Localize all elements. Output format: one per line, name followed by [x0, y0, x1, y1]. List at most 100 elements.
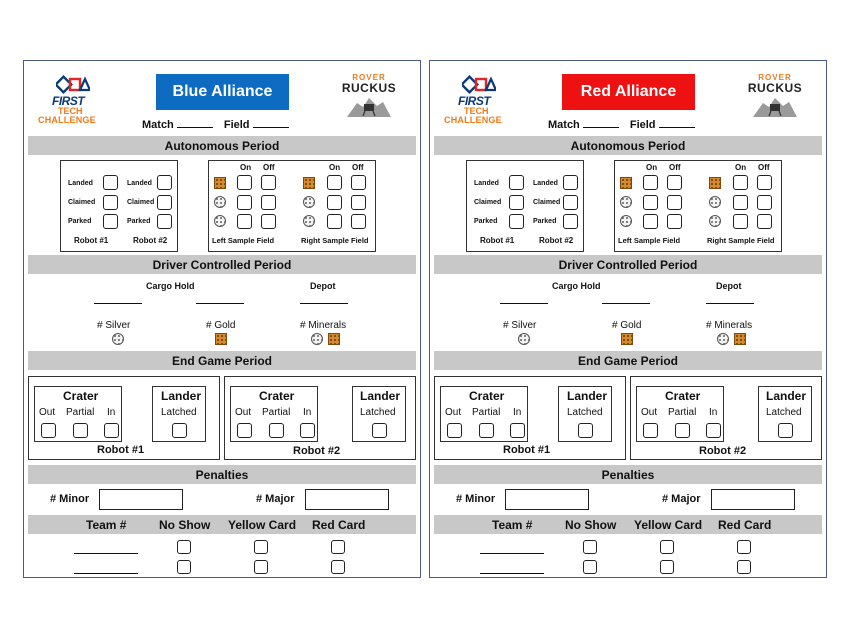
robot2-endgame-label: Robot #2	[293, 445, 341, 457]
silver-count-blank[interactable]	[500, 303, 548, 304]
team1-no-show-checkbox[interactable]	[583, 540, 597, 554]
gold-count-blank[interactable]	[602, 303, 650, 304]
in-label: In	[513, 407, 522, 418]
right-gold-off-checkbox[interactable]	[351, 175, 366, 190]
robot2-label: Robot #2	[539, 236, 574, 245]
yellow-card-header: Yellow Card	[228, 517, 297, 532]
minerals-count-blank[interactable]	[706, 303, 754, 304]
left-on-label: On	[240, 163, 252, 172]
left-silver1-off-checkbox[interactable]	[261, 195, 276, 210]
team2-red-card-checkbox[interactable]	[737, 560, 751, 574]
team2-yellow-card-checkbox[interactable]	[254, 560, 268, 574]
right-silver1-off-checkbox[interactable]	[757, 195, 772, 210]
robot2-crater-out-checkbox[interactable]	[237, 423, 252, 438]
team1-yellow-card-checkbox[interactable]	[660, 540, 674, 554]
left-silver1-on-checkbox[interactable]	[643, 195, 658, 210]
robot2-crater-partial-checkbox[interactable]	[269, 423, 284, 438]
team2-no-show-checkbox[interactable]	[177, 560, 191, 574]
partial-label: Partial	[262, 407, 291, 418]
right-silver1-off-checkbox[interactable]	[351, 195, 366, 210]
major-penalties-input[interactable]	[305, 489, 389, 510]
silver-count-blank[interactable]	[94, 303, 142, 304]
match-number-blank[interactable]	[582, 127, 619, 128]
robot2-latched-checkbox[interactable]	[372, 423, 387, 438]
robot1-crater-partial-checkbox[interactable]	[73, 423, 88, 438]
robot1-latched-checkbox[interactable]	[172, 423, 187, 438]
minerals-count-blank[interactable]	[300, 303, 348, 304]
team2-red-card-checkbox[interactable]	[331, 560, 345, 574]
right-gold-on-checkbox[interactable]	[733, 175, 748, 190]
robot1-endgame-label: Robot #1	[97, 444, 145, 456]
match-number-blank[interactable]	[176, 127, 213, 128]
tech-text: TECH	[464, 106, 489, 116]
left-silver2-on-checkbox[interactable]	[237, 214, 252, 229]
right-sample-field-label: Right Sample Field	[301, 236, 369, 245]
minor-penalties-input[interactable]	[505, 489, 589, 510]
team1-number-blank[interactable]	[480, 553, 544, 554]
team2-no-show-checkbox[interactable]	[583, 560, 597, 574]
right-silver2-on-checkbox[interactable]	[733, 214, 748, 229]
team1-no-show-checkbox[interactable]	[177, 540, 191, 554]
robot1-parked-checkbox[interactable]	[103, 214, 118, 229]
left-silver1-on-checkbox[interactable]	[237, 195, 252, 210]
gold-cube-icon	[709, 177, 721, 189]
lander-crater-icon	[753, 98, 797, 117]
left-silver2-off-checkbox[interactable]	[261, 214, 276, 229]
field-number-blank[interactable]	[252, 127, 289, 128]
robot1-crater-in-checkbox[interactable]	[510, 423, 525, 438]
robot-status-box: Landed Claimed Parked Landed Claimed Par…	[60, 160, 178, 252]
field-number-blank[interactable]	[658, 127, 695, 128]
left-silver2-off-checkbox[interactable]	[667, 214, 682, 229]
robot1-landed-checkbox[interactable]	[103, 175, 118, 190]
robot1-crater-partial-checkbox[interactable]	[479, 423, 494, 438]
robot1-landed-checkbox[interactable]	[509, 175, 524, 190]
team2-yellow-card-checkbox[interactable]	[660, 560, 674, 574]
gold-cube-icon	[215, 333, 227, 345]
left-silver1-off-checkbox[interactable]	[667, 195, 682, 210]
left-gold-off-checkbox[interactable]	[261, 175, 276, 190]
robot2-crater-out-checkbox[interactable]	[643, 423, 658, 438]
robot1-claimed-label: Claimed	[68, 199, 96, 206]
right-gold-off-checkbox[interactable]	[757, 175, 772, 190]
left-gold-on-checkbox[interactable]	[237, 175, 252, 190]
robot2-crater-partial-checkbox[interactable]	[675, 423, 690, 438]
robot2-claimed-checkbox[interactable]	[563, 195, 578, 210]
left-gold-off-checkbox[interactable]	[667, 175, 682, 190]
team1-number-blank[interactable]	[74, 553, 138, 554]
team1-red-card-checkbox[interactable]	[331, 540, 345, 554]
match-field-line: Match Field	[142, 119, 297, 131]
robot1-parked-checkbox[interactable]	[509, 214, 524, 229]
major-penalties-input[interactable]	[711, 489, 795, 510]
minor-penalties-input[interactable]	[99, 489, 183, 510]
team2-number-blank[interactable]	[74, 573, 138, 574]
robot2-claimed-checkbox[interactable]	[157, 195, 172, 210]
robot2-parked-checkbox[interactable]	[157, 214, 172, 229]
robot2-crater-box: Crater Out Partial In	[230, 386, 318, 442]
robot1-claimed-checkbox[interactable]	[509, 195, 524, 210]
gold-count-blank[interactable]	[196, 303, 244, 304]
first-logo-icon	[56, 75, 90, 94]
robot2-crater-in-checkbox[interactable]	[300, 423, 315, 438]
right-silver2-on-checkbox[interactable]	[327, 214, 342, 229]
robot2-landed-checkbox[interactable]	[157, 175, 172, 190]
robot2-lander-box: Lander Latched	[758, 386, 812, 442]
robot1-crater-out-checkbox[interactable]	[41, 423, 56, 438]
team2-number-blank[interactable]	[480, 573, 544, 574]
robot2-crater-in-checkbox[interactable]	[706, 423, 721, 438]
left-gold-on-checkbox[interactable]	[643, 175, 658, 190]
left-silver2-on-checkbox[interactable]	[643, 214, 658, 229]
robot1-crater-in-checkbox[interactable]	[104, 423, 119, 438]
robot2-landed-checkbox[interactable]	[563, 175, 578, 190]
right-silver1-on-checkbox[interactable]	[327, 195, 342, 210]
robot2-parked-checkbox[interactable]	[563, 214, 578, 229]
team1-red-card-checkbox[interactable]	[737, 540, 751, 554]
robot2-latched-checkbox[interactable]	[778, 423, 793, 438]
robot1-crater-out-checkbox[interactable]	[447, 423, 462, 438]
right-gold-on-checkbox[interactable]	[327, 175, 342, 190]
right-silver1-on-checkbox[interactable]	[733, 195, 748, 210]
robot1-claimed-checkbox[interactable]	[103, 195, 118, 210]
robot1-latched-checkbox[interactable]	[578, 423, 593, 438]
team1-yellow-card-checkbox[interactable]	[254, 540, 268, 554]
right-silver2-off-checkbox[interactable]	[757, 214, 772, 229]
right-silver2-off-checkbox[interactable]	[351, 214, 366, 229]
